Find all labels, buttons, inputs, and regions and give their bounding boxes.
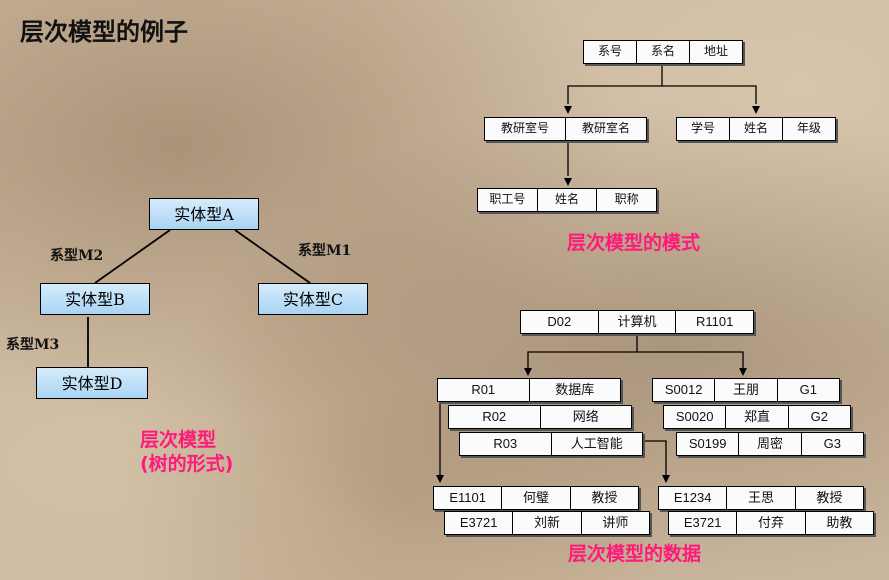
- data-staff-record: E1101 何璧 教授: [433, 486, 639, 510]
- field-value: 何璧: [502, 487, 571, 509]
- entity-c: 实体型C: [258, 283, 368, 315]
- tree-caption-line2: (树的形式): [140, 453, 234, 475]
- data-staff-record: E3721 付弃 助教: [668, 511, 874, 535]
- field-value: R02: [449, 406, 541, 428]
- data-student-record: S0020 郑直 G2: [663, 405, 851, 429]
- relation-m3-label: 系型M3: [6, 337, 60, 353]
- schema-department-record: 系号 系名 地址: [583, 40, 743, 64]
- field-value: S0020: [664, 406, 727, 428]
- field-label: 学号: [677, 118, 730, 140]
- data-staff-record: E3721 刘新 讲师: [444, 511, 650, 535]
- field-value: 助教: [826, 515, 853, 530]
- field-value: 教授: [816, 490, 843, 505]
- field-value: 数据库: [555, 382, 595, 397]
- tree-caption: 层次模型 (树的形式): [140, 428, 233, 476]
- schema-caption: 层次模型的模式: [567, 232, 701, 254]
- field-value: 王思: [727, 487, 796, 509]
- field-value: 讲师: [602, 515, 629, 530]
- field-value: 付弃: [737, 512, 806, 534]
- field-label: 系名: [637, 41, 690, 63]
- field-label: 年级: [796, 121, 821, 135]
- entity-d: 实体型D: [36, 367, 148, 399]
- field-value: 刘新: [513, 512, 582, 534]
- field-label: 系号: [584, 41, 637, 63]
- entity-a: 实体型A: [149, 198, 259, 230]
- field-value: D02: [521, 311, 599, 333]
- field-value: G3: [823, 436, 841, 451]
- field-value: 周密: [739, 433, 802, 455]
- field-value: 郑直: [726, 406, 789, 428]
- entity-b: 实体型B: [40, 283, 150, 315]
- field-label: 职称: [614, 192, 639, 206]
- field-value: E1234: [659, 487, 728, 509]
- field-label: 姓名: [538, 189, 598, 211]
- field-value: G2: [810, 409, 828, 424]
- field-label: 姓名: [730, 118, 783, 140]
- field-value: S0012: [653, 379, 716, 401]
- schema-student-record: 学号 姓名 年级: [676, 117, 836, 141]
- field-value: 王朋: [715, 379, 778, 401]
- data-office-record: R03 人工智能: [459, 432, 643, 456]
- field-value: S0199: [677, 433, 740, 455]
- field-value: 人工智能: [570, 436, 623, 451]
- field-value: R1101: [696, 314, 734, 329]
- field-value: E3721: [669, 512, 738, 534]
- field-value: 教授: [591, 490, 618, 505]
- schema-office-record: 教研室号 教研室名: [484, 117, 647, 141]
- data-student-record: S0199 周密 G3: [676, 432, 864, 456]
- data-office-record: R01 数据库: [437, 378, 621, 402]
- field-label: 教研室号: [485, 118, 566, 140]
- field-value: R03: [460, 433, 552, 455]
- page-title: 层次模型的例子: [20, 18, 188, 46]
- relation-m1-label: 系型M1: [298, 243, 352, 259]
- field-value: E3721: [445, 512, 514, 534]
- data-office-record: R02 网络: [448, 405, 632, 429]
- relation-m2-label: 系型M2: [50, 248, 104, 264]
- field-value: 网络: [572, 409, 599, 424]
- data-staff-record: E1234 王思 教授: [658, 486, 864, 510]
- data-student-record: S0012 王朋 G1: [652, 378, 840, 402]
- field-value: 计算机: [599, 311, 677, 333]
- data-department-record: D02 计算机 R1101: [520, 310, 754, 334]
- field-value: G1: [799, 382, 817, 397]
- schema-staff-record: 职工号 姓名 职称: [477, 188, 657, 212]
- field-label: 职工号: [478, 189, 538, 211]
- tree-caption-line1: 层次模型: [140, 429, 217, 451]
- data-caption: 层次模型的数据: [568, 543, 702, 565]
- field-label: 教研室名: [581, 121, 630, 135]
- field-label: 地址: [703, 44, 728, 58]
- field-value: E1101: [434, 487, 503, 509]
- field-value: R01: [438, 379, 530, 401]
